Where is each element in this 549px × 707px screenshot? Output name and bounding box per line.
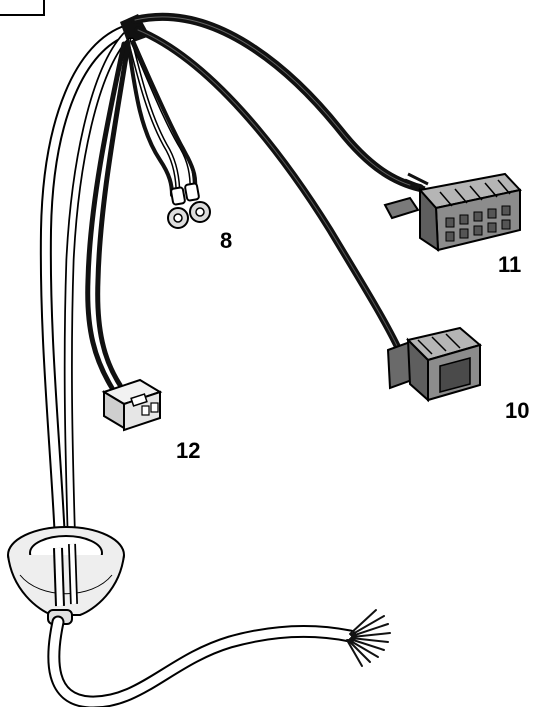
corner-frame: [0, 0, 45, 16]
ring-terminal-right: [189, 201, 211, 223]
ring-terminal-left: [167, 207, 189, 229]
output-cable: [47, 615, 357, 707]
label-connector-10: 10: [505, 398, 529, 423]
ring-terminal-sleeves: [170, 182, 200, 206]
connector-12: [101, 378, 163, 432]
wire-to-connector-11: [131, 12, 424, 192]
wires-to-ring-terminals: [126, 37, 198, 198]
main-cable: [39, 24, 134, 606]
label-connector-11: 11: [498, 252, 521, 277]
wire-to-connector-10: [134, 26, 404, 356]
connector-10: [386, 326, 483, 403]
label-connector-12: 12: [176, 438, 200, 463]
label-ring-terminals: 8: [220, 228, 232, 253]
wires-to-connector-12: [85, 41, 131, 391]
connector-11: [383, 172, 522, 252]
grommet: [7, 526, 125, 625]
inner-cable: [63, 31, 131, 565]
fanned-wire-ends: [346, 609, 391, 667]
